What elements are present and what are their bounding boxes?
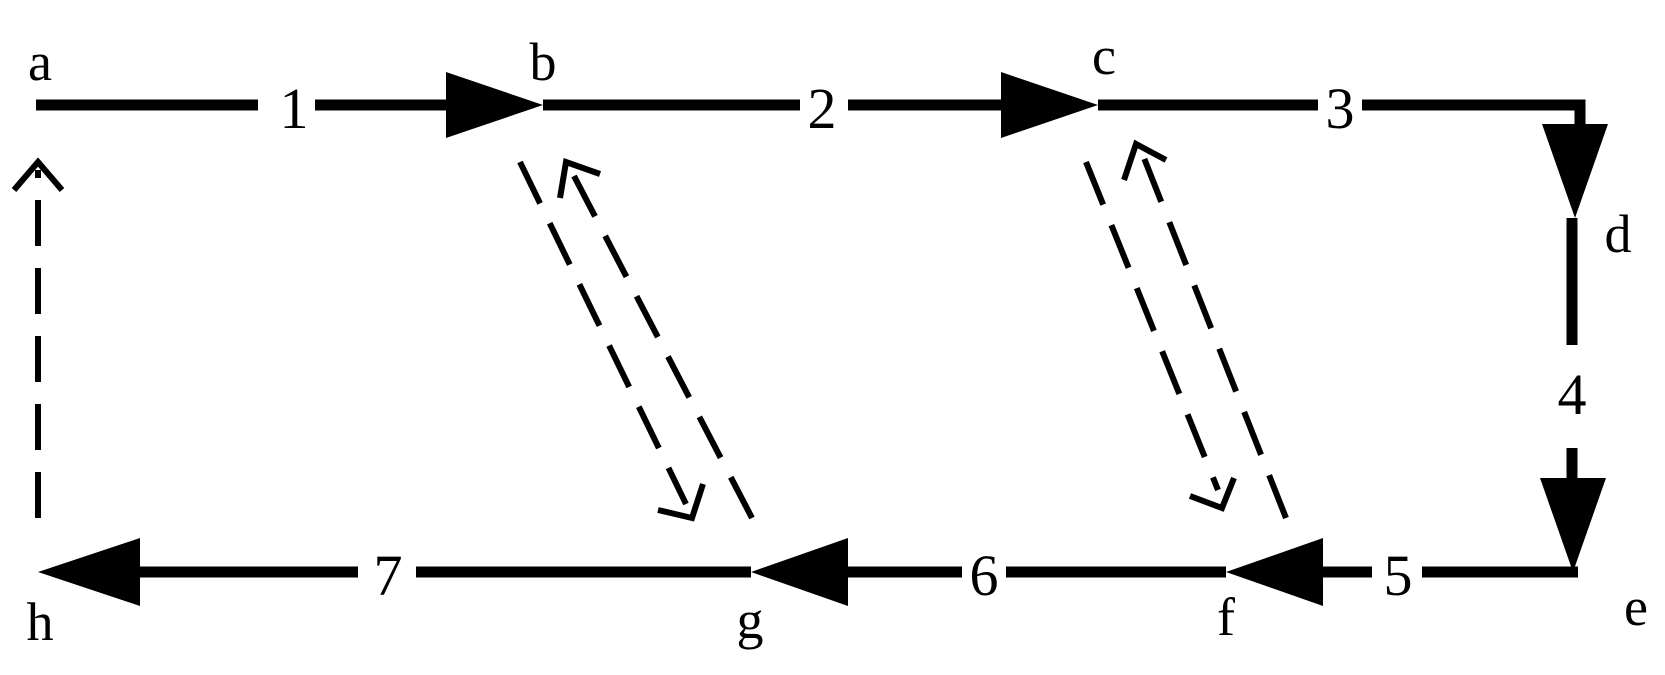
dashed-edge-g-to-b [557, 157, 755, 520]
dashed-arrowhead-c-f [1188, 476, 1237, 512]
edge-2-arrowhead [1001, 72, 1098, 138]
edge-4: 4 [1540, 218, 1606, 572]
dashed-arrowhead-b-g [657, 483, 706, 522]
edge-5-label: 5 [1384, 543, 1413, 608]
dashed-arrowhead-h-a [11, 157, 65, 192]
node-label-f: f [1217, 587, 1235, 647]
edge-1-arrowhead [446, 72, 543, 138]
edge-3-line-corner [1362, 99, 1586, 128]
edge-7-arrowhead [38, 538, 140, 606]
edge-1-label: 1 [280, 76, 309, 141]
dashed-line-f-c [1141, 156, 1289, 520]
dashed-edge-c-to-f [1083, 160, 1237, 512]
node-label-c: c [1092, 26, 1116, 86]
edge-2-label: 2 [808, 76, 837, 141]
node-label-a: a [28, 32, 52, 92]
dashed-edge-b-to-g [517, 160, 706, 522]
node-label-b: b [530, 32, 557, 92]
edge-2: 2 [543, 72, 1098, 141]
edge-7: 7 [38, 538, 751, 608]
edge-4-label: 4 [1558, 362, 1587, 427]
dashed-line-g-b [571, 174, 755, 520]
edge-6-label: 6 [970, 543, 999, 608]
edge-3-arrowhead [1542, 124, 1608, 218]
edge-4-arrowhead [1540, 478, 1606, 572]
dashed-arrowhead-f-c [1121, 139, 1168, 181]
edge-6-arrowhead [751, 538, 848, 606]
edge-5: 5 [1226, 538, 1578, 608]
dashed-line-c-f [1083, 160, 1221, 492]
dashed-edge-h-to-a [11, 157, 65, 518]
node-label-d: d [1605, 204, 1632, 264]
edge-3-label: 3 [1326, 76, 1355, 141]
edge-3: 3 [1098, 76, 1608, 218]
edge-6: 6 [751, 538, 1226, 608]
node-label-g: g [737, 590, 764, 650]
node-label-e: e [1624, 577, 1648, 637]
edge-5-arrowhead [1226, 538, 1323, 606]
dashed-line-b-g [517, 160, 689, 506]
edge-1: 1 [36, 72, 543, 141]
edge-7-label: 7 [374, 543, 403, 608]
dashed-edge-f-to-c [1121, 139, 1289, 520]
node-label-h: h [27, 592, 54, 652]
dashed-arrowhead-g-b [557, 157, 601, 199]
